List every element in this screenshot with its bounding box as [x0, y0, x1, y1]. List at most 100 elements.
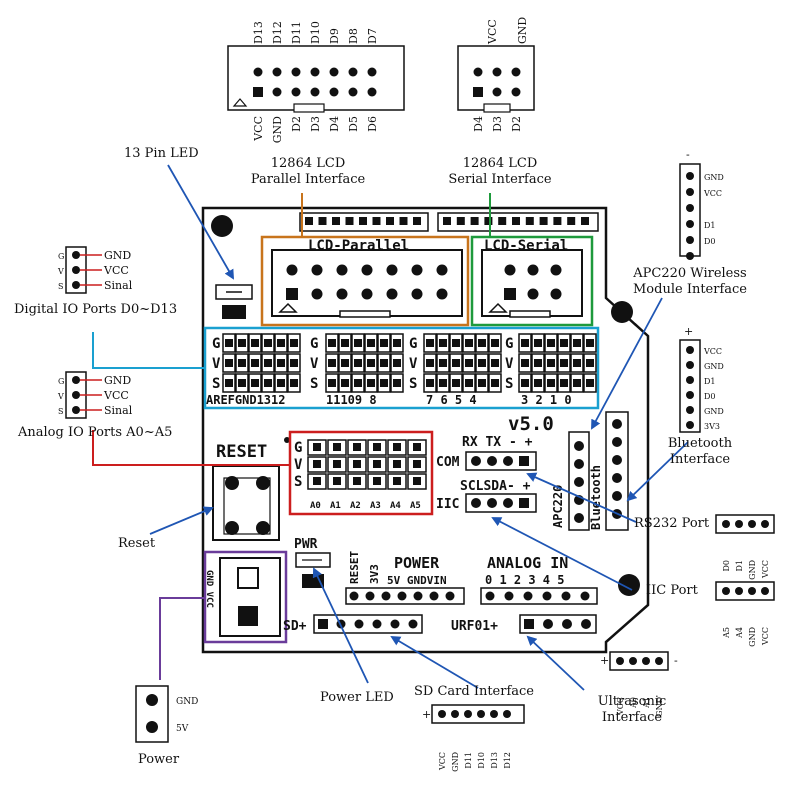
analog-legend-name: GND — [104, 374, 131, 387]
analog-in-pin — [485, 591, 495, 601]
power-header-pin — [381, 591, 391, 601]
power-header-pin — [397, 591, 407, 601]
iic-pin — [735, 587, 743, 595]
io-pin — [521, 339, 529, 347]
analog-pin-name: A1 — [330, 501, 341, 511]
header-pin — [567, 217, 576, 225]
sd-card-pin — [451, 710, 459, 718]
sd-card-pin-label: D10 — [477, 752, 486, 769]
analog-io-label: Analog IO Ports A0~A5 — [18, 425, 173, 440]
io-pin — [560, 339, 568, 347]
gvs-letter: V — [409, 356, 418, 372]
com-header — [465, 451, 537, 471]
sd-card-pin-label: D11 — [464, 752, 473, 769]
apc220-pin-label: D0 — [704, 237, 716, 246]
digital-io-label: Digital IO Ports D0~D13 — [14, 302, 178, 317]
header-pin — [359, 217, 367, 225]
ultrasonic-label-line-2: Interface — [601, 710, 663, 725]
analog-legend-pin: V — [57, 392, 64, 401]
header-pin — [399, 217, 408, 225]
power-header — [345, 587, 465, 605]
lcd-parallel-box — [260, 235, 470, 327]
lcd-serial-box — [470, 235, 594, 327]
sd-card-pin — [438, 710, 446, 718]
apc220-module-pin — [686, 188, 694, 196]
iic-connector — [715, 581, 775, 601]
bluetooth-module-pin — [686, 421, 694, 429]
io-pin — [380, 359, 388, 367]
analog-legend-dot — [72, 406, 80, 414]
header-pin — [413, 217, 421, 225]
bluetooth-pin-label: D0 — [704, 392, 716, 401]
analog-pin — [393, 477, 401, 485]
header-pin — [318, 217, 327, 225]
serial-pin — [511, 87, 521, 97]
lcd-pin — [311, 264, 323, 276]
io-pin-headers — [222, 333, 597, 393]
serial-pin — [492, 67, 502, 77]
io-pin — [277, 359, 285, 367]
apc220-module-pin — [686, 172, 694, 180]
iic-pin — [761, 587, 769, 595]
analog-legend-name: Sinal — [104, 404, 133, 417]
sd-pin — [390, 619, 400, 629]
rs232-pin — [748, 520, 756, 528]
parallel-bottom-label: VCC — [252, 116, 265, 142]
bluetooth-module-pin — [686, 391, 694, 399]
iic-frame — [465, 493, 537, 513]
io-pin — [380, 339, 388, 347]
analog-in-header — [480, 587, 598, 605]
io-pin — [439, 359, 447, 367]
io-pin — [290, 339, 298, 347]
com-pin — [519, 456, 529, 466]
iic-header — [465, 493, 537, 513]
analog-pin-name: A2 — [350, 501, 361, 511]
lcd-pin — [550, 288, 562, 300]
sd-card-pin — [490, 710, 498, 718]
io-pin — [586, 359, 594, 367]
io-pin — [491, 379, 499, 387]
urf01-pin — [524, 619, 534, 629]
sd-card-pin — [464, 710, 472, 718]
lcd-pin — [550, 264, 562, 276]
io-pin — [393, 359, 401, 367]
io-pin — [367, 339, 375, 347]
serial-top-label: VCC — [486, 19, 499, 45]
power-header-pin — [413, 591, 423, 601]
sd-card-connector — [431, 704, 525, 724]
analog-pin — [353, 443, 361, 451]
sd-header — [313, 614, 423, 634]
digital-legend-pin: V — [57, 267, 64, 276]
gvs-letter: G — [212, 336, 220, 352]
lcd-pin — [286, 288, 298, 300]
bluetooth-pin-label: 3V3 — [704, 422, 720, 431]
rs232-connector — [715, 514, 775, 534]
ultrasonic-label-line-1: Ultrasonic — [597, 694, 667, 709]
io-pin — [354, 359, 362, 367]
io-pin — [439, 379, 447, 387]
ultrasonic-pin — [642, 657, 650, 665]
analog-ports-box — [288, 430, 434, 516]
io-pin — [354, 379, 362, 387]
lcd-pin — [361, 288, 373, 300]
serial-connector-diagram — [457, 45, 535, 113]
io-pin — [478, 359, 486, 367]
mount-hole — [618, 574, 640, 596]
rs232-pin — [761, 520, 769, 528]
io-pin — [251, 379, 259, 387]
apc220-pin-label: GND — [704, 173, 724, 182]
power-module-pin — [146, 694, 158, 706]
analog-gvs-letter: G — [294, 440, 302, 456]
header-pin — [456, 217, 465, 225]
analog-pin — [373, 443, 381, 451]
power-silk: POWER — [394, 554, 440, 572]
io-pin — [251, 339, 259, 347]
parallel-bottom-label: D5 — [347, 116, 360, 132]
reset-label: Reset — [118, 536, 156, 551]
mount-hole — [211, 215, 233, 237]
parallel-pin — [367, 87, 377, 97]
pin13-led-component — [215, 284, 253, 319]
